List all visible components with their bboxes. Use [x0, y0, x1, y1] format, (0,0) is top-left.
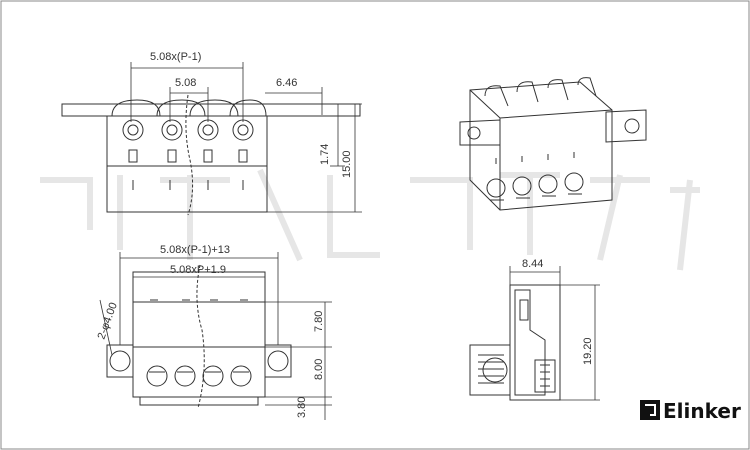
bottom-front-view [106, 264, 292, 409]
front-view-dimensions [130, 62, 362, 213]
dim-width-formula-b: 5.08xP+1.9 [170, 264, 226, 276]
brand-logo: Elinker [640, 399, 741, 423]
dim-side-height: 19.20 [582, 337, 594, 365]
brand-name: Elinker [663, 399, 741, 423]
dim-flange-offset: 6.46 [276, 77, 297, 89]
isometric-view [459, 77, 647, 211]
dim-pitch-formula: 5.08x(P-1) [150, 51, 201, 63]
dim-pin-height: 1.74 [319, 144, 331, 165]
dim-hole: 2-φ4.00 [96, 301, 120, 341]
logo-mark-icon [640, 400, 660, 420]
front-view [61, 94, 361, 216]
watermark [40, 168, 700, 271]
side-section-view [469, 284, 561, 401]
dim-pitch: 5.08 [175, 77, 196, 89]
dim-width-formula-a: 5.08x(P-1)+13 [160, 244, 230, 256]
dim-total-height: 15.00 [341, 150, 353, 178]
dim-bottom-section: 3.80 [296, 397, 308, 418]
bottom-view-dimensions [99, 252, 332, 420]
dim-side-depth: 8.44 [522, 258, 543, 270]
side-view-dimensions [509, 266, 600, 401]
dim-top-section: 7.80 [313, 311, 325, 332]
dim-mid-section: 8.00 [313, 359, 325, 380]
